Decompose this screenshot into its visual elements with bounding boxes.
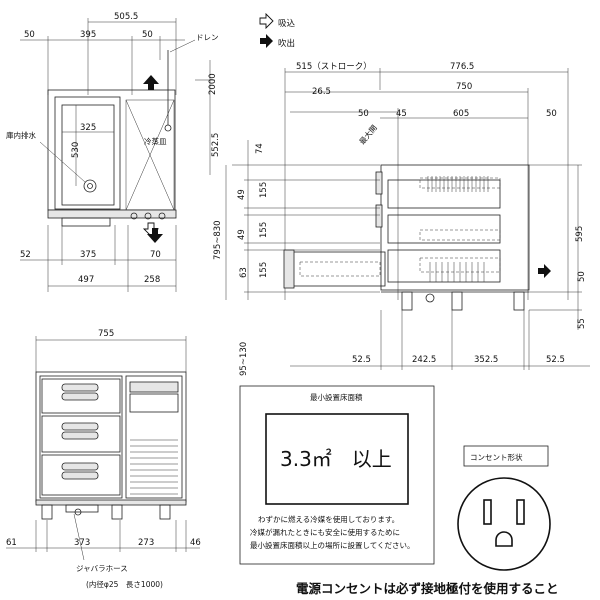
front-bottom-dim-46: 46 (190, 538, 201, 548)
side-left-dim-49b: 49 (237, 229, 247, 240)
bottom-dim-375: 375 (80, 250, 96, 260)
side-dim-50a: 50 (358, 109, 369, 119)
right-dim-552: 552.5 (211, 133, 221, 157)
side-dim-776: 776.5 (450, 62, 474, 72)
outlet-title: コンセント形状 (470, 452, 523, 462)
side-left-dim-795: 795~830 (213, 220, 223, 260)
front-bottom-dim-373: 373 (74, 538, 90, 548)
evaporating-tray-label: 冷蒸皿 (144, 136, 167, 146)
bottom-dim-497: 497 (78, 275, 94, 285)
side-right-dim-595: 595 (575, 226, 585, 242)
exhaust-arrow-icon (260, 34, 273, 48)
hose-spec: (内径φ25 長さ1000) (86, 579, 163, 589)
inner-depth-dim: 530 (71, 142, 81, 158)
exhaust-arrow-bottom-icon (147, 228, 163, 243)
top-dim-middle: 395 (80, 30, 96, 40)
side-bottom-dim-52a: 52.5 (352, 355, 371, 365)
outlet-icon (457, 477, 551, 571)
drain-label: ドレン (196, 33, 219, 42)
min-area-panel: 最小設置床面積 3.3㎡ 以上 わずかに燃える冷媒を使用しております。 冷媒が漏… (239, 385, 435, 565)
top-dim-overall: 505.5 (114, 12, 138, 22)
side-bottom-dim-242: 242.5 (412, 355, 436, 365)
front-view: 755 (6, 329, 201, 589)
side-dim-45: 45 (396, 109, 407, 119)
side-right-dim-50: 50 (577, 271, 587, 282)
hose-label: ジャバラホース (76, 564, 128, 573)
inner-drain-label: 庫内排水 (6, 130, 36, 140)
foot-height-dim: 95~130 (239, 342, 249, 376)
intake-label: 吸込 (278, 18, 296, 29)
side-left-dim-49a: 49 (237, 189, 247, 200)
stroke-dim: 515（ストローク） (296, 61, 372, 72)
top-dim-left: 50 (24, 30, 35, 40)
intake-arrow-icon (259, 12, 274, 30)
side-right-dim-55: 55 (577, 318, 587, 329)
side-dim-50b: 50 (546, 109, 557, 119)
min-area-value: 3.3㎡ 以上 (280, 447, 392, 471)
max-open-label: 最大開 (357, 123, 379, 147)
min-area-note-3: 最小設置床面積以上の場所に設置してください。 (250, 540, 415, 550)
ground-notice: 電源コンセントは必ず接地極付を使用すること (296, 581, 559, 596)
side-dim-26: 26.5 (312, 87, 331, 97)
airflow-legend: 吸込 吹出 (259, 12, 296, 49)
front-width-dim: 755 (98, 329, 114, 339)
exhaust-label: 吹出 (278, 38, 295, 49)
side-left-dim-74: 74 (255, 143, 265, 154)
side-left-dim-155c: 155 (259, 262, 269, 278)
bottom-dim-70: 70 (150, 250, 161, 260)
side-dim-605: 605 (453, 109, 469, 119)
side-bottom-dim-352: 352.5 (474, 355, 498, 365)
top-view: 505.5 50 395 50 ドレン 庫内排水 冷蒸皿 325 530 (6, 12, 221, 292)
top-dim-right: 50 (142, 30, 153, 40)
side-view: 515（ストローク） 776.5 750 26.5 50 45 605 50 最… (213, 61, 590, 376)
side-exhaust-arrow-icon (538, 264, 551, 278)
min-area-note-2: 冷媒が漏れたときにも安全に使用するために (250, 527, 400, 537)
side-left-dim-63: 63 (239, 267, 249, 278)
front-bottom-dim-61: 61 (6, 538, 17, 548)
min-area-note-1: わずかに燃える冷媒を使用しております。 (258, 514, 399, 524)
side-left-dim-155b: 155 (259, 222, 269, 238)
side-dim-750: 750 (456, 82, 472, 92)
front-bottom-dim-273: 273 (138, 538, 154, 548)
exhaust-up-arrow-icon (143, 75, 159, 90)
min-area-title: 最小設置床面積 (310, 392, 363, 402)
side-left-dim-155a: 155 (259, 182, 269, 198)
right-dim-2000: 2000 (208, 73, 218, 95)
bottom-dim-52: 52 (20, 250, 31, 260)
outlet-panel: コンセント形状 (457, 445, 551, 571)
inner-width-dim: 325 (80, 123, 96, 133)
side-bottom-dim-52b: 52.5 (546, 355, 565, 365)
bottom-dim-258: 258 (144, 275, 160, 285)
